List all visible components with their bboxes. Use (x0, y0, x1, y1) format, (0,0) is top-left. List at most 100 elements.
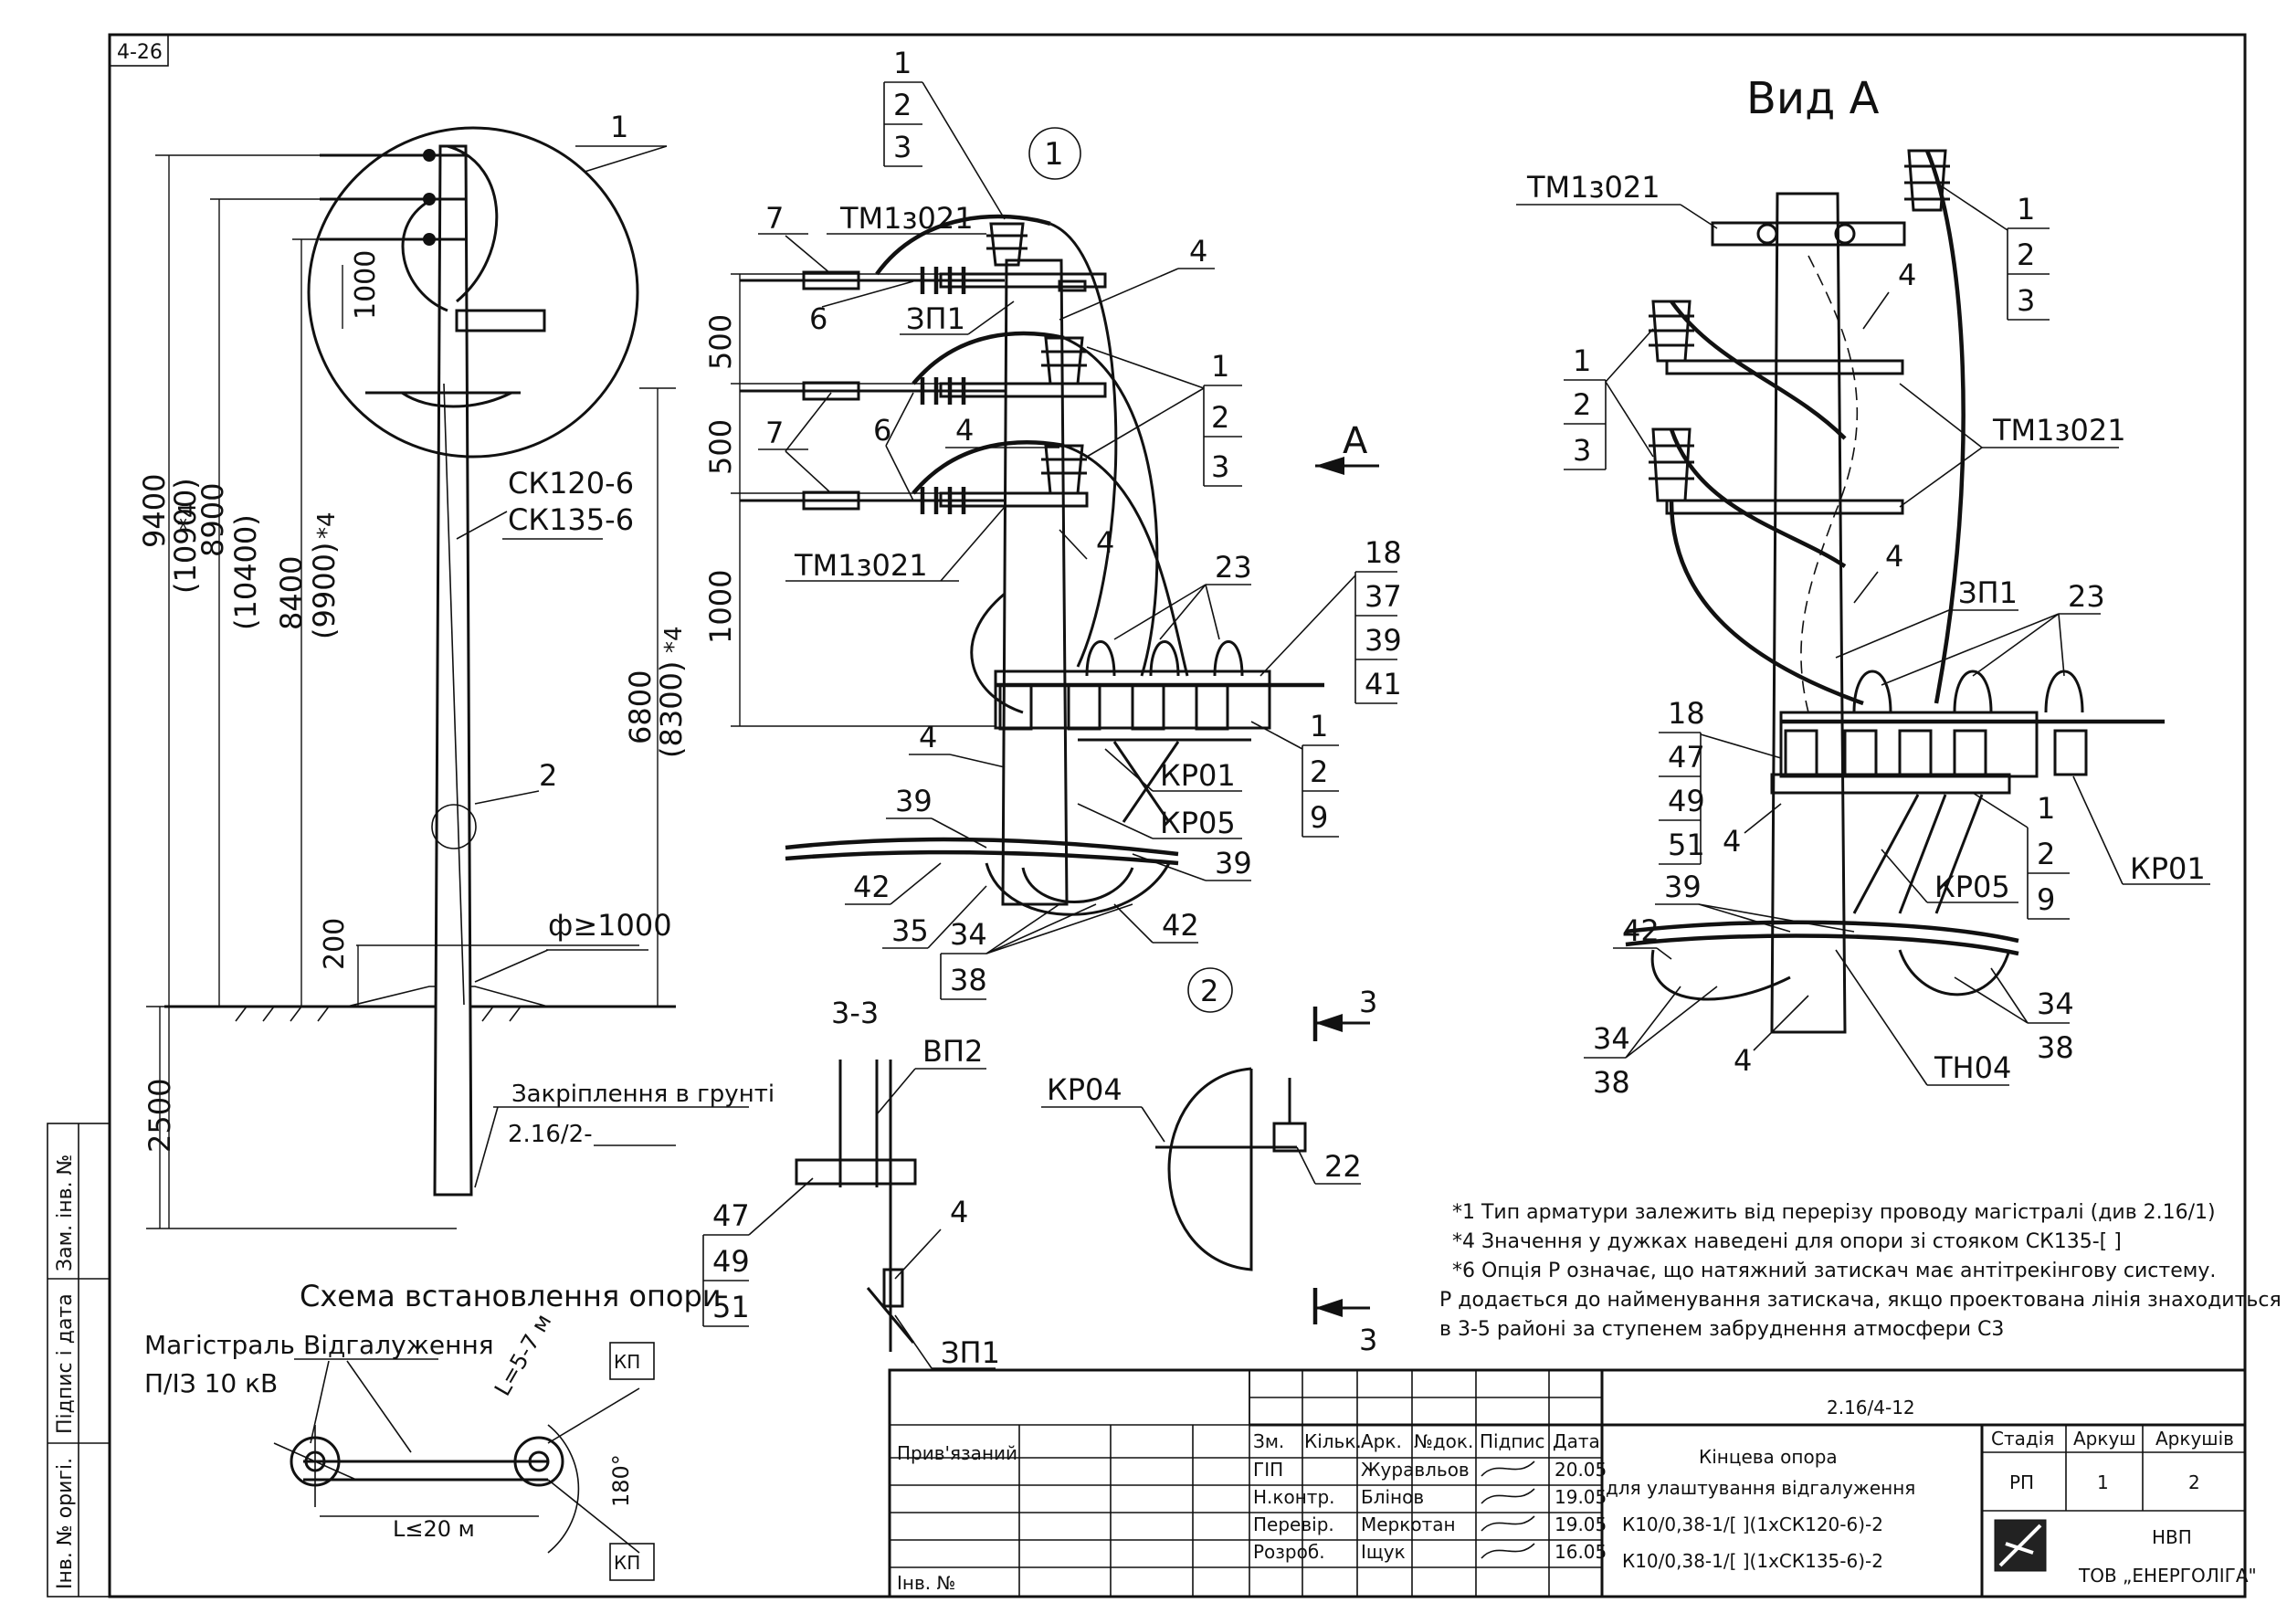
tb-sheets-h: Аркушів (2155, 1428, 2234, 1450)
svg-text:2: 2 (1573, 387, 1591, 422)
stamp-inv: Інв. № оригі. (54, 1458, 77, 1589)
stack-34-38-va-right: 34 38 (1954, 967, 2074, 1065)
tm-label-top: ТМ1з021 (839, 201, 974, 236)
lbl-4-d: 4 (919, 720, 937, 754)
tb-name-2: Блінов (1361, 1486, 1424, 1508)
dim-8400: 8400 (274, 556, 309, 630)
tb-h-ark: Арк. (1361, 1430, 1402, 1452)
lbl-39-b: 39 (1215, 846, 1252, 881)
dim-10900: (10900) (168, 478, 203, 594)
svg-text:3: 3 (1573, 433, 1591, 468)
stack-18-37-39-41: 18 37 39 41 (1259, 535, 1402, 704)
svg-text:2: 2 (2037, 837, 2055, 871)
dim-9400: 9400 (137, 474, 172, 548)
lbl-42-b: 42 (1162, 908, 1199, 943)
pole-elevation: 1 СК120-6 СК135-6 2 ф≥1000 Закріплення в… (137, 110, 775, 1229)
tb-sheet: 1 (2097, 1471, 2109, 1493)
scheme-title: Схема встановлення опори (300, 1279, 722, 1313)
lbl-4-a: 4 (1189, 234, 1207, 269)
lbl-35: 35 (891, 913, 929, 948)
svg-text:41: 41 (1365, 667, 1402, 701)
vp2-label: ВП2 (922, 1034, 983, 1069)
tb-title-3: К10/0,38-1/[ ](1хСК120-6)-2 (1622, 1513, 1883, 1535)
lbl-7-b: 7 (765, 416, 784, 450)
tb-code: 2.16/4-12 (1827, 1397, 1915, 1418)
view-a-title: Вид А (1746, 73, 1880, 124)
lbl-39-a: 39 (895, 784, 933, 818)
dim-star4-b: *4 (313, 511, 341, 539)
dim-1000-detail: 1000 (703, 570, 738, 644)
svg-text:47: 47 (1668, 740, 1705, 775)
section-mark-bottom: 3 (1359, 1323, 1377, 1357)
tb-date-1: 20.05 (1555, 1459, 1607, 1481)
ground-ref-label: 2.16/2- (508, 1121, 593, 1148)
title-block: Зм. Кільк. Арк. №док. Підпис Дата Прив'я… (888, 1368, 2257, 1598)
svg-text:47: 47 (712, 1198, 750, 1233)
svg-text:3: 3 (2017, 283, 2035, 318)
dim-star4-a: *4 (174, 502, 202, 530)
dim-1000-top: 1000 (350, 250, 382, 320)
side-stamp: Зам. інв. № Підпис і дата Інв. № оригі. (47, 1123, 111, 1598)
svg-text:3: 3 (893, 130, 912, 164)
note-3: *6 Опція Р означає, що натяжний затискач… (1452, 1260, 2216, 1282)
kp-label-bottom: КП (614, 1552, 640, 1574)
stack-18-47-49-51: 18 47 49 51 (1659, 696, 1782, 865)
svg-text:18: 18 (1365, 535, 1402, 570)
dim-2500: 2500 (142, 1079, 177, 1153)
svg-text:1: 1 (1211, 349, 1229, 384)
stack-47-49-51-a: 47 49 51 (702, 1177, 814, 1327)
kr05-label-a: КР05 (1160, 806, 1236, 840)
view-a: Вид А (1516, 73, 2210, 1100)
kr05-label-va: КР05 (1934, 870, 2010, 904)
section-mark-top: 3 (1359, 985, 1377, 1019)
svg-text:39: 39 (1365, 623, 1402, 658)
tb-org-2: ТОВ „ЕНЕРГОЛІГА" (2078, 1565, 2257, 1587)
svg-text:1: 1 (893, 46, 912, 80)
lbl-39-va: 39 (1664, 870, 1702, 904)
svg-text:49: 49 (712, 1244, 750, 1279)
note-5: в 3-5 районі за ступенем забруднення атм… (1439, 1318, 2004, 1341)
sheet-tag: 4-26 (117, 41, 163, 64)
detail-1-callout: 1 (1044, 136, 1064, 173)
tn04-label: ТН04 (1934, 1050, 2011, 1085)
dim-500-a: 500 (703, 314, 738, 370)
stack-1-2-9-va: 1 2 9 (1972, 791, 2070, 920)
tb-h-kilk: Кільк. (1304, 1430, 1362, 1452)
lbl-2-pole: 2 (539, 758, 557, 793)
tb-role-1: ГІП (1253, 1459, 1283, 1481)
installation-scheme: Схема встановлення опори Магістраль П/ІЗ… (144, 1279, 722, 1581)
lbl-6-a: 6 (809, 301, 827, 336)
lbl-4-va-a: 4 (1898, 258, 1916, 292)
tb-role-3: Перевір. (1253, 1513, 1334, 1535)
zp1-label-a: ЗП1 (906, 301, 965, 336)
tm-label-va-top: ТМ1з021 (1526, 170, 1660, 205)
svg-text:49: 49 (1668, 784, 1705, 818)
svg-text:34: 34 (1593, 1021, 1630, 1056)
signatures (1481, 1461, 1535, 1559)
svg-text:1: 1 (2037, 791, 2055, 826)
tb-name-4: Іщук (1361, 1541, 1406, 1563)
tb-inv-no: Інв. № (897, 1572, 955, 1594)
svg-text:2: 2 (893, 88, 912, 122)
stack-1-2-3-va-top: 1 2 3 (1935, 182, 2050, 321)
svg-text:9: 9 (2037, 882, 2055, 917)
stack-1-2-9: 1 2 9 (1250, 709, 1339, 838)
svg-text:37: 37 (1365, 579, 1402, 614)
tb-role-4: Розроб. (1253, 1541, 1325, 1563)
tb-org-1: НВП (2152, 1526, 2192, 1548)
dist-l20: L≤20 м (393, 1516, 475, 1542)
angle-180: 180° (608, 1454, 634, 1507)
lbl-4-b: 4 (955, 413, 974, 448)
stack-34-38-va-left: 34 38 (1584, 986, 1718, 1100)
lbl-23-a: 23 (1215, 550, 1252, 585)
lbl-4-va-b: 4 (1885, 539, 1903, 574)
tb-date-4: 16.05 (1555, 1541, 1607, 1563)
diameter-label: ф≥1000 (548, 908, 672, 943)
svg-text:18: 18 (1668, 696, 1705, 731)
kp-label-top: КП (614, 1351, 640, 1373)
stack-1-2-3-va-left: 1 2 3 (1564, 328, 1654, 470)
lbl-42-va: 42 (1622, 913, 1660, 948)
stamp-pidpys: Підпис і дата (54, 1293, 77, 1434)
ground-fix-label: Закріплення в грунті (511, 1081, 775, 1108)
